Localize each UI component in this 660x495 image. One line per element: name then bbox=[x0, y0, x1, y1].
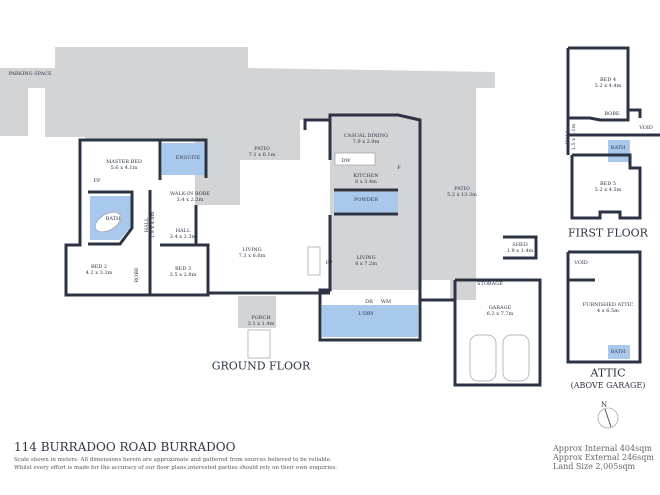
walls bbox=[64, 46, 660, 387]
label-void-attic: VOID bbox=[574, 260, 588, 266]
label-parking: PARKING SPACE bbox=[8, 71, 52, 77]
porch-area bbox=[238, 296, 276, 328]
disclaimer: Scale shown in meters. All dimensions he… bbox=[14, 457, 338, 471]
room-bath-attic: BATH bbox=[610, 349, 626, 355]
parking-area bbox=[0, 47, 495, 300]
furniture bbox=[94, 152, 530, 382]
room-powder: POWDER bbox=[353, 197, 379, 203]
outdoor-areas bbox=[0, 47, 495, 328]
label-fridge: F bbox=[397, 165, 401, 171]
wet-areas bbox=[90, 140, 630, 359]
first-floor-title: FIRST FLOOR bbox=[568, 226, 648, 240]
kitchen-island bbox=[334, 152, 376, 166]
room-laundry: L'DRY bbox=[358, 311, 374, 317]
label-fp-2: FP bbox=[325, 260, 333, 266]
label-void-ff: VOID bbox=[639, 125, 653, 131]
room-ensuite: ENSUITE bbox=[175, 155, 201, 161]
label-washing-machine: WM bbox=[380, 299, 392, 305]
label-dw: DW bbox=[341, 158, 351, 164]
label-fp: FP bbox=[93, 178, 101, 184]
compass-icon bbox=[597, 407, 619, 429]
fireplace bbox=[307, 246, 321, 276]
label-robe: ROBE bbox=[134, 267, 140, 283]
room-bath-ff: BATH bbox=[610, 145, 626, 151]
compass-north-label: N bbox=[600, 401, 608, 409]
property-address: 114 BURRADOO ROAD BURRADOO bbox=[14, 440, 236, 454]
car-2 bbox=[502, 334, 530, 382]
ground-floor-title: GROUND FLOOR bbox=[211, 359, 311, 373]
attic-title: ATTIC bbox=[590, 366, 626, 380]
label-robe-ff: ROBE bbox=[604, 111, 620, 117]
car-1 bbox=[469, 334, 497, 382]
bathtub bbox=[94, 211, 122, 233]
label-dryer: DR bbox=[365, 299, 373, 305]
room-bath: BATH bbox=[105, 216, 121, 222]
room-storage: STORAGE bbox=[477, 281, 503, 287]
attic-subtitle: (ABOVE GARAGE) bbox=[570, 381, 646, 390]
porch-stairs bbox=[247, 329, 271, 359]
